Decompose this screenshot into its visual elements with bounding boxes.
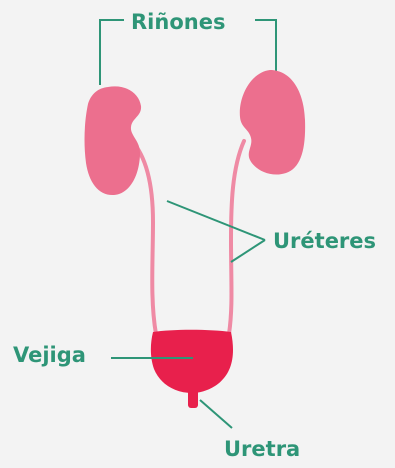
ureters-label: Uréteres xyxy=(273,231,376,252)
ureters xyxy=(131,140,244,334)
bladder-icon xyxy=(151,330,233,393)
kidney-right-icon xyxy=(240,70,305,175)
kidneys-label: Riñones xyxy=(131,12,225,33)
ureters-leader-left xyxy=(167,201,265,240)
urethra-label: Uretra xyxy=(224,439,300,460)
urethra-leader xyxy=(200,400,232,428)
urethra-shape xyxy=(188,388,198,408)
ureters-leader-right xyxy=(231,240,265,262)
bladder-label: Vejiga xyxy=(13,345,86,366)
kidney-left-icon xyxy=(85,86,142,195)
ureter-right xyxy=(229,141,244,334)
